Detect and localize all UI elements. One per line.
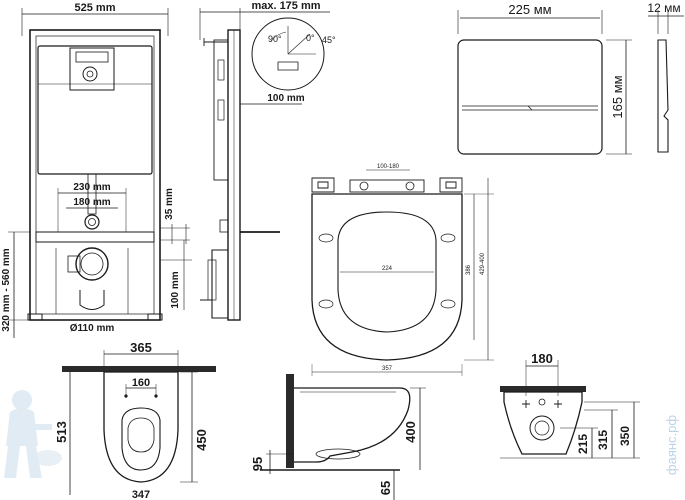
frame-width-label: 525 mm xyxy=(75,2,116,14)
back-height-215-label: 215 xyxy=(576,434,590,454)
bowl-bottom-width-label: 347 xyxy=(132,489,150,500)
installation-frame-front-view: 525 mm 230 mm 180 mm xyxy=(1,2,192,338)
bowl-height-label: 400 xyxy=(403,421,418,443)
plumber-mascot-watermark xyxy=(4,390,62,478)
floor-offset-label: 65 xyxy=(378,481,393,495)
toilet-bowl-back-view: 180 215 315 350 xyxy=(500,351,640,459)
bowl-length-label: 450 xyxy=(194,429,209,451)
toilet-bowl-side-view: 400 95 65 xyxy=(250,374,426,500)
flush-button-front-view: 225 мм 165 мм xyxy=(457,2,632,155)
seat-hinge-spacing-label: 100-180 xyxy=(377,164,400,170)
frame-depth-label: max. 175 mm xyxy=(251,0,320,12)
seat-side-length-label: 386 xyxy=(466,264,472,275)
angle-90-label: 90° xyxy=(268,34,282,44)
bolt-spacing-label: 180 mm xyxy=(73,197,110,208)
bowl-total-length-label: 513 xyxy=(54,421,69,443)
angle-0-label: 0° xyxy=(306,33,315,43)
angle-45-label: 45° xyxy=(322,35,336,45)
cross-bar-offset-label: 35 mm xyxy=(164,188,175,220)
flush-button-side-view: 12 мм xyxy=(647,1,684,153)
toilet-bowl-top-view: 365 160 450 513 347 xyxy=(54,340,216,500)
button-height-label: 165 мм xyxy=(610,75,625,118)
button-width-label: 225 мм xyxy=(508,2,551,17)
back-height-315-label: 315 xyxy=(596,430,610,450)
installation-frame-side-view: max. 175 mm 100 mm 90° 0° 45° xyxy=(199,0,336,321)
outlet-spacing-label: 230 mm xyxy=(73,182,110,193)
seat-inner-width-label: 224 xyxy=(382,266,393,272)
back-bolt-spacing-label: 180 xyxy=(531,351,553,366)
bowl-bolt-spacing-label: 160 xyxy=(132,377,150,389)
bowl-width-label: 365 xyxy=(130,340,152,355)
drain-height-label: 95 xyxy=(250,457,265,471)
pipe-diameter-label: Ø110 mm xyxy=(70,323,115,334)
toilet-seat-top-view: 100-180 224 429-400 386 357 xyxy=(311,164,494,376)
seat-length-label: 429-400 xyxy=(480,252,486,275)
back-height-350-label: 350 xyxy=(618,426,632,446)
frame-height-range-label: 320 mm - 560 mm xyxy=(1,248,12,331)
button-depth-label: 12 мм xyxy=(647,1,680,15)
site-watermark: фаянс.рф xyxy=(664,415,679,475)
drain-height-label: 100 mm xyxy=(170,271,181,308)
side-offset-label: 100 mm xyxy=(267,93,304,104)
seat-width-label: 357 xyxy=(382,366,393,372)
